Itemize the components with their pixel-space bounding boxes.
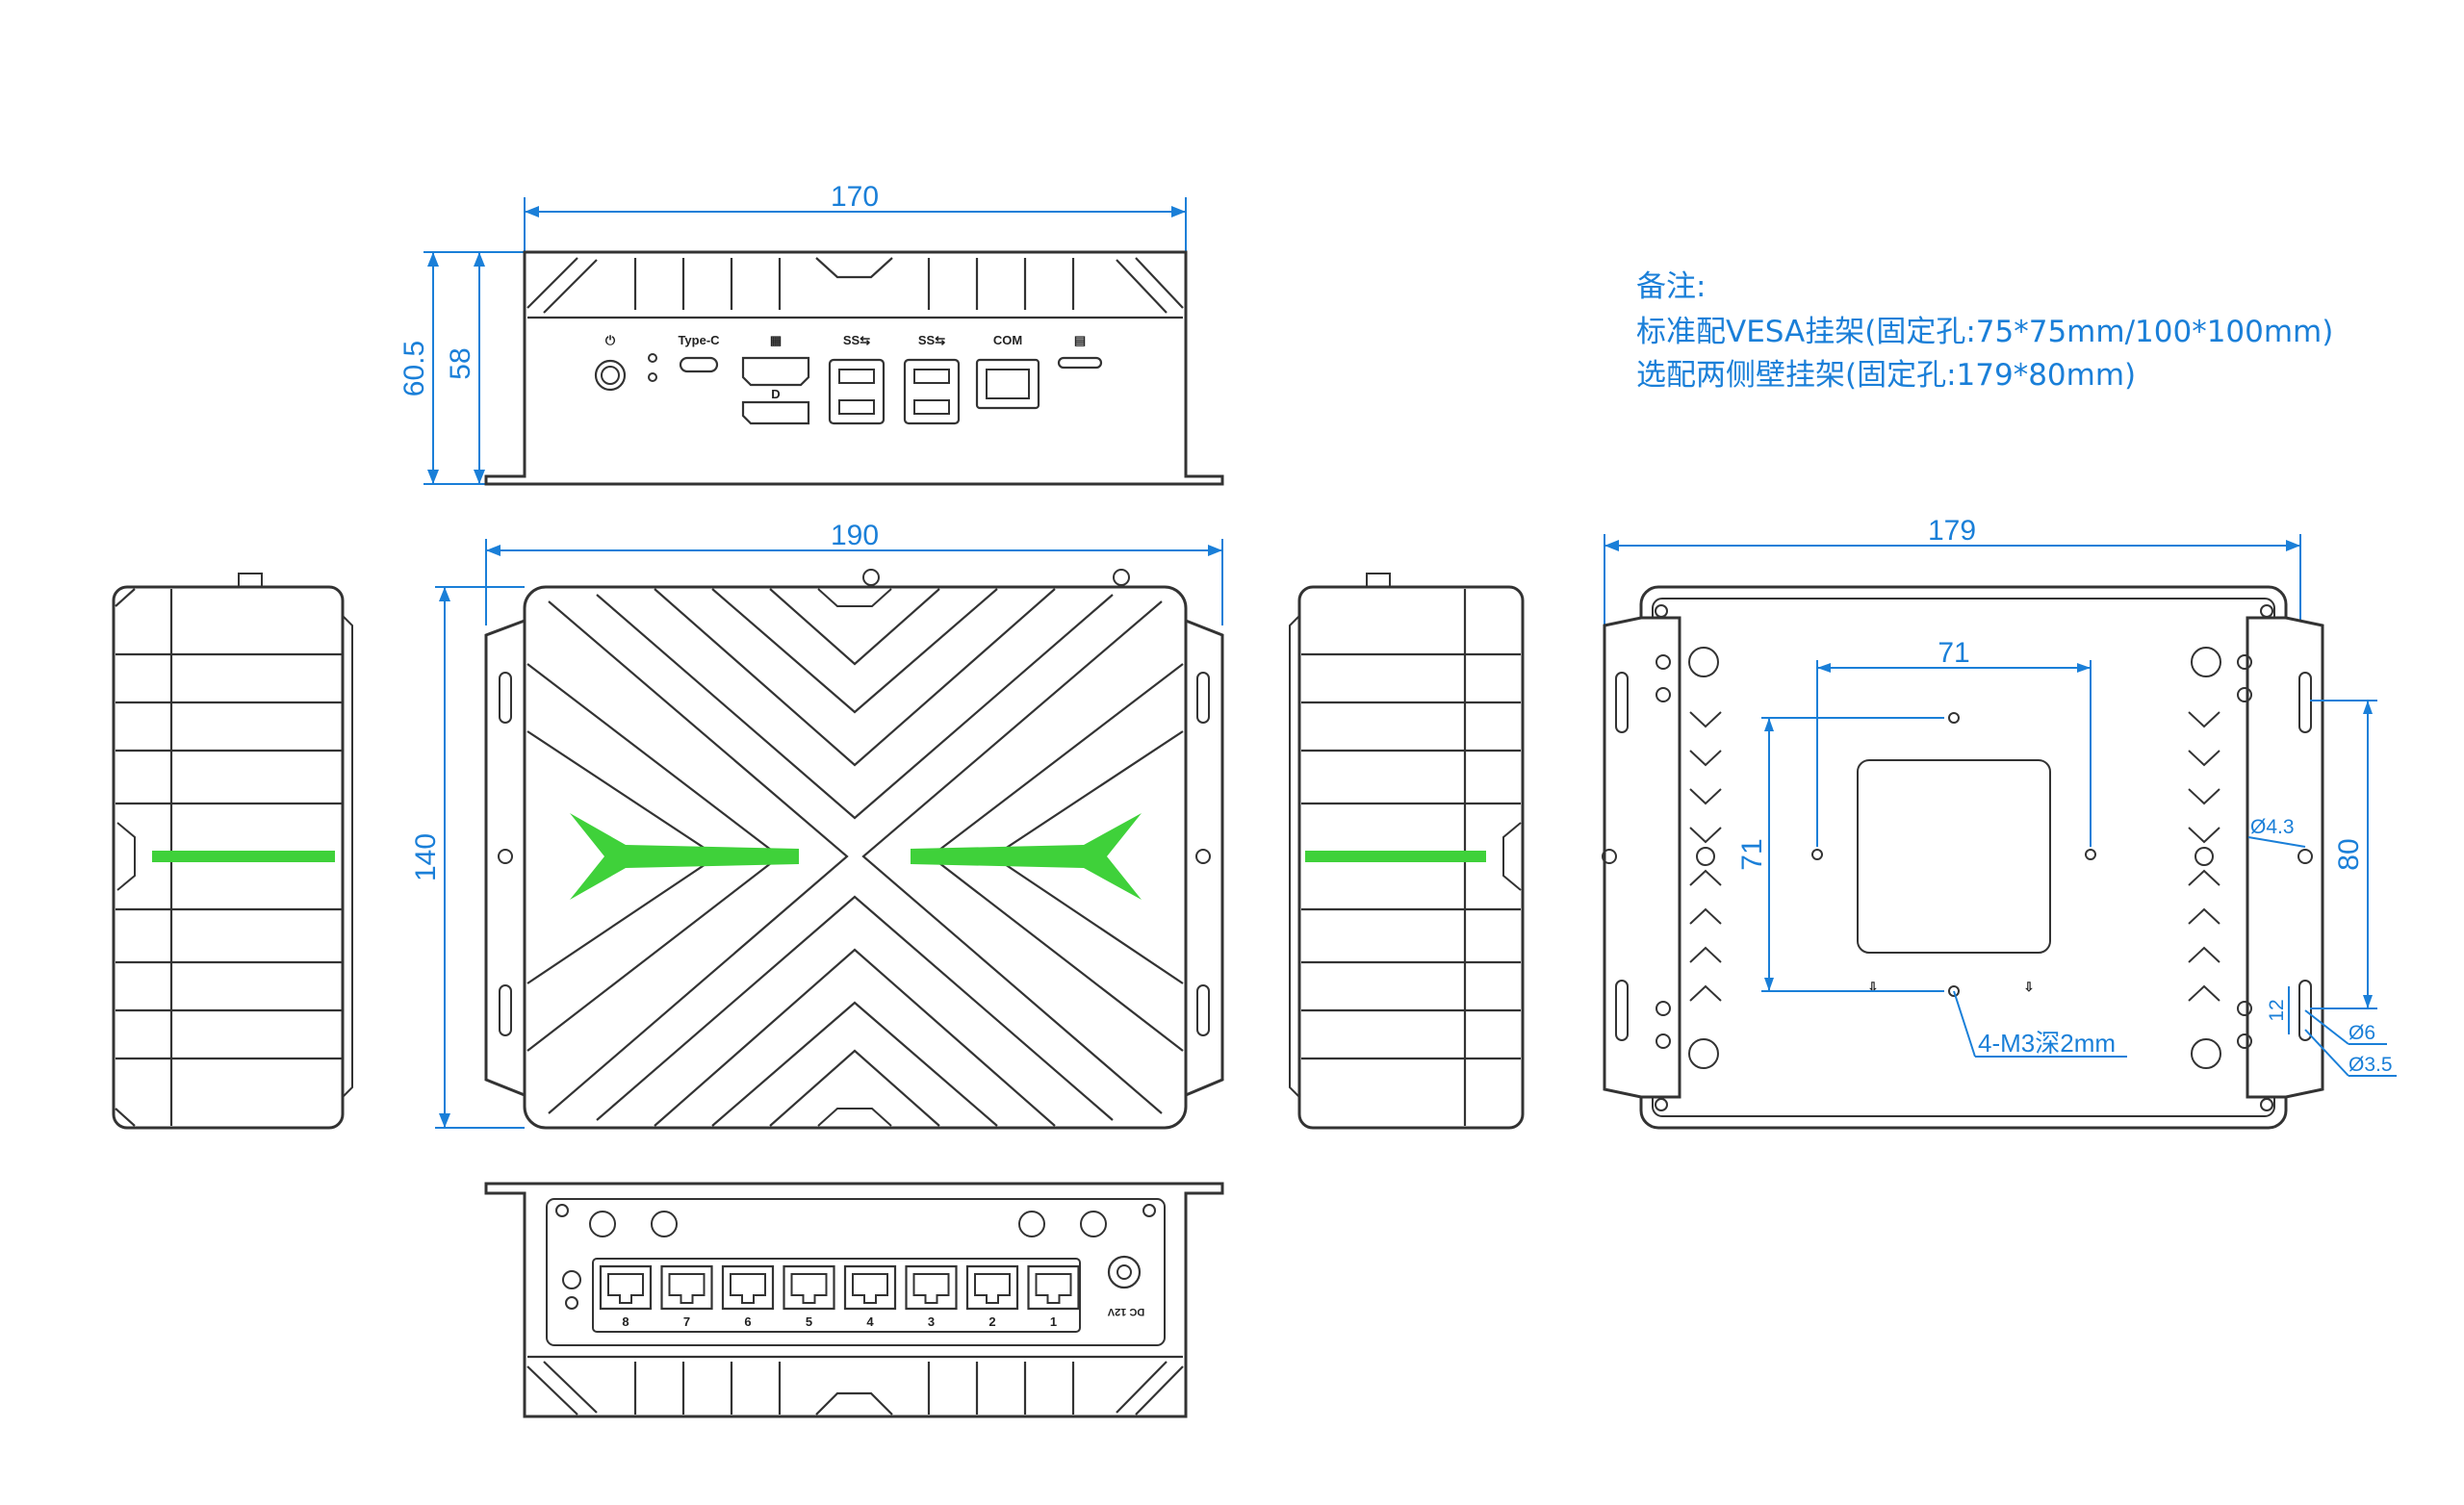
top-width-label: 190 xyxy=(831,520,879,551)
lan-port-socket xyxy=(912,1273,950,1304)
front-width-label: 170 xyxy=(831,181,879,213)
front-width-dimension: 170 xyxy=(524,181,1187,252)
lan-port-number: 1 xyxy=(1050,1314,1057,1329)
power-button[interactable] xyxy=(594,359,627,392)
front-height-inner-label: 58 xyxy=(445,347,476,379)
lan-port-socket xyxy=(730,1273,766,1304)
right-side-view xyxy=(1289,573,1525,1130)
lan-port-number: 3 xyxy=(928,1314,935,1329)
lan-port-socket xyxy=(607,1273,644,1304)
lan-port-number: 4 xyxy=(866,1314,874,1329)
notes-line-1: 标准配VESA挂架(固定孔:75*75mm/100*100mm) xyxy=(1636,315,2333,349)
front-view: 170 60.5 58 ⏻ xyxy=(398,181,1224,486)
typec-port[interactable] xyxy=(679,356,719,373)
screw-leader: 4-M3深2mm xyxy=(1953,990,2127,1058)
lan-port-number: 6 xyxy=(744,1314,751,1329)
typec-label: Type-C xyxy=(678,333,720,347)
card-slot[interactable] xyxy=(1057,356,1103,370)
notes-title: 备注: xyxy=(1636,269,1706,304)
top-width-dimension: 190 xyxy=(485,520,1223,625)
usb3-icon-2: SS⇆ xyxy=(918,333,945,347)
top-depth-label: 140 xyxy=(410,833,442,881)
bottom-width-dimension: 179 xyxy=(1604,515,2301,625)
top-view: 190 140 xyxy=(410,520,1224,1130)
lan-port-number: 5 xyxy=(806,1314,812,1329)
hdmi-icon: ▦ xyxy=(770,333,782,347)
rear-view: 8 7 6 5 4 3 2 1 DC 12V xyxy=(484,1182,1224,1418)
bottom-width-label: 179 xyxy=(1928,515,1976,547)
dc-label: DC 12V xyxy=(1107,1306,1144,1317)
lan-port-socket xyxy=(668,1273,706,1304)
hole-callouts: Ø4.3 Ø6 Ø3.5 xyxy=(2247,816,2397,1077)
lan-port[interactable] xyxy=(1027,1264,1080,1311)
lan-port-number: 7 xyxy=(683,1314,690,1329)
arrow-down-icon-right: ⇩ xyxy=(2024,980,2035,994)
power-icon: ⏻ xyxy=(605,333,616,347)
usb-stack-1[interactable] xyxy=(828,358,886,425)
bracket-spacing-label: 80 xyxy=(2333,838,2365,870)
hole-43-label: Ø4.3 xyxy=(2250,816,2295,838)
notes-line-2: 选配两侧壁挂架(固定孔:179*80mm) xyxy=(1636,358,2136,393)
lan-port-socket xyxy=(790,1273,828,1304)
vesa-vertical-dimension: 71 xyxy=(1736,717,1944,992)
lan-port[interactable] xyxy=(660,1264,713,1311)
bracket-spacing-dimension: 80 xyxy=(2310,700,2377,1009)
right-side-led xyxy=(1305,851,1486,862)
notes-block: 备注: 标准配VESA挂架(固定孔:75*75mm/100*100mm) 选配两… xyxy=(1636,269,2333,393)
left-side-view xyxy=(112,573,353,1130)
screw-note: 4-M3深2mm xyxy=(1978,1029,2116,1058)
com-port[interactable] xyxy=(975,358,1040,410)
lan-port-row: 8 7 6 5 4 3 2 1 xyxy=(599,1264,1080,1329)
hole-35-label: Ø3.5 xyxy=(2348,1054,2393,1076)
dc-power-jack[interactable] xyxy=(1107,1255,1142,1289)
top-depth-dimension: 140 xyxy=(410,586,525,1129)
left-side-led xyxy=(152,851,335,862)
vesa-v-label: 71 xyxy=(1736,838,1768,870)
lan-port[interactable] xyxy=(965,1264,1019,1311)
lan-port-socket xyxy=(852,1273,888,1304)
bottom-view: 179 xyxy=(1602,515,2397,1130)
hdmi-port[interactable] xyxy=(741,356,810,387)
sd-icon: ▤ xyxy=(1074,333,1086,347)
front-height-dimension: 60.5 58 xyxy=(398,251,525,485)
lan-port-number: 8 xyxy=(622,1314,629,1329)
slot-pitch-label: 12 xyxy=(2266,999,2288,1021)
slot-pitch-dimension: 12 xyxy=(2266,986,2290,1034)
lan-port[interactable] xyxy=(783,1264,835,1311)
front-height-outer-label: 60.5 xyxy=(398,341,430,396)
lan-port[interactable] xyxy=(843,1264,897,1311)
displayport-icon: D xyxy=(771,387,780,401)
usb-stack-2[interactable] xyxy=(903,358,961,425)
vesa-horizontal-dimension: 71 xyxy=(1816,637,2092,847)
center-pad xyxy=(1857,759,2051,954)
green-accent-right xyxy=(911,813,1142,900)
arrow-down-icon-left: ⇩ xyxy=(1868,980,1879,994)
vesa-h-label: 71 xyxy=(1938,637,1969,669)
lan-port-socket xyxy=(1035,1273,1072,1304)
green-accent-left xyxy=(570,813,799,900)
com-label: COM xyxy=(993,333,1022,347)
hole-6-label: Ø6 xyxy=(2348,1022,2375,1044)
lan-port-socket xyxy=(974,1273,1011,1304)
lan-port[interactable] xyxy=(599,1264,653,1311)
displayport-port[interactable] xyxy=(741,400,810,425)
front-fins xyxy=(526,257,1184,314)
usb3-icon-1: SS⇆ xyxy=(843,333,870,347)
lan-port-number: 2 xyxy=(988,1314,995,1329)
lan-port[interactable] xyxy=(721,1264,775,1311)
lan-port[interactable] xyxy=(905,1264,958,1311)
front-ports: ⏻ Type-C ▦ D SS⇆ SS⇆ COM ▤ xyxy=(594,333,1103,425)
